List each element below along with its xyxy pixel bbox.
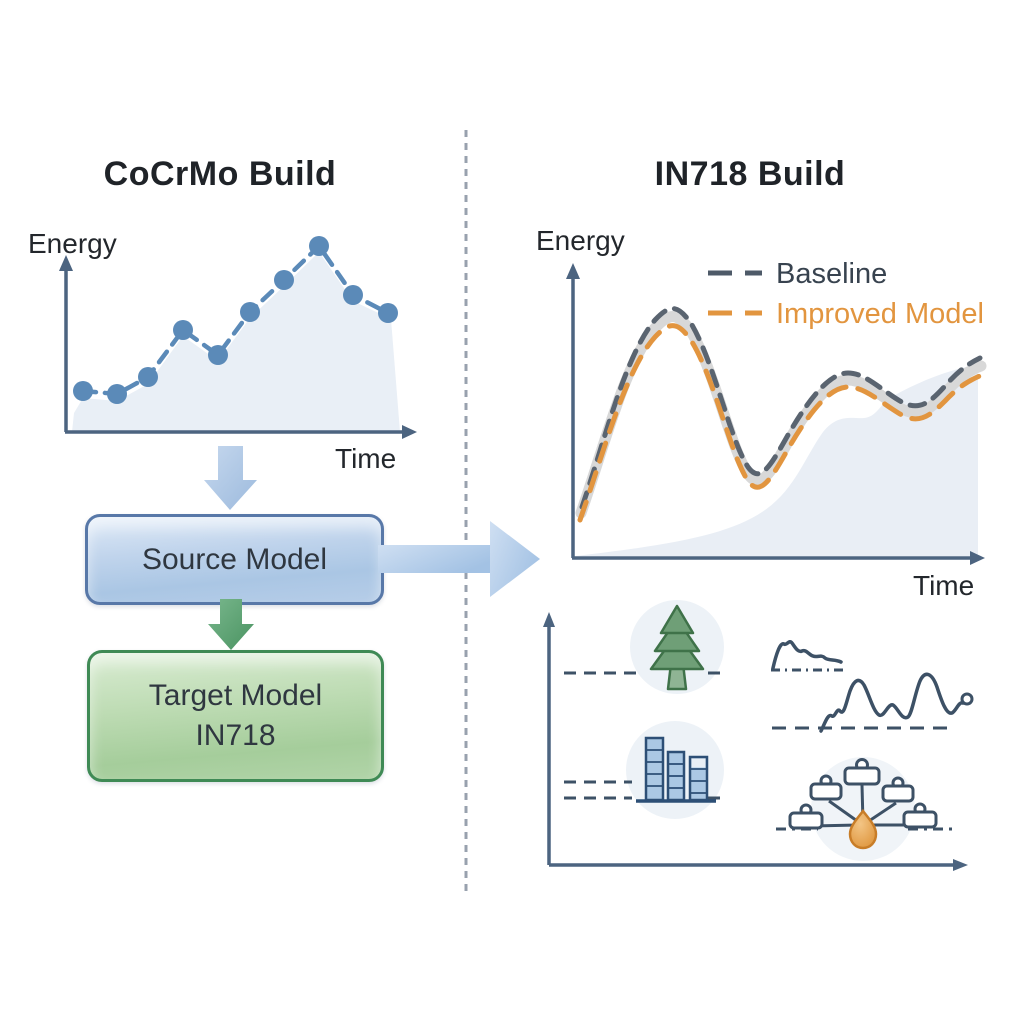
left-area-fill (72, 252, 400, 432)
source-model-label: Source Model (141, 542, 328, 576)
left-y-axis-arrow (59, 255, 73, 271)
right-y-axis-label: Energy (536, 225, 625, 256)
down-arrow-icon (204, 446, 257, 510)
right-area-fill (576, 364, 978, 556)
dashed-level-lines (564, 671, 721, 800)
right-x-axis-label: Time (913, 570, 974, 601)
left-y-axis-label: Energy (28, 228, 117, 259)
right-y-axis-arrow (566, 263, 580, 279)
signal-wave-large-icon (772, 672, 974, 733)
target-model-box: Target Model IN718 (87, 650, 384, 782)
baseline-curve (579, 306, 983, 510)
signal-wave-small-icon (771, 640, 844, 672)
target-model-label-line1: Target Model (148, 678, 323, 712)
pine-tree-icon (649, 604, 705, 691)
green-down-arrow-icon (208, 599, 254, 650)
target-model-label-line2: IN718 (195, 719, 276, 752)
network-hub-icon (776, 758, 954, 850)
source-model-box: Source Model (85, 514, 384, 605)
bar-chart-icon (636, 736, 716, 803)
baseline-legend-label: Baseline (776, 258, 887, 290)
bar-segment-lines (646, 749, 707, 794)
right-x-axis-arrow (970, 551, 985, 565)
mini-y-axis-arrow (543, 612, 555, 627)
network-nodes (788, 758, 938, 830)
left-panel-title: CoCrMo Build (103, 155, 337, 193)
transfer-arrow-icon (378, 521, 540, 597)
left-series-line (80, 243, 391, 397)
right-panel-title: IN718 Build (654, 155, 846, 193)
cocrmo-energy-chart: Energy Time (28, 228, 417, 474)
chart-legend: Baseline Improved Model (708, 258, 984, 330)
mini-x-axis-arrow (953, 859, 968, 871)
bar-top-segment (691, 758, 706, 768)
improved-model-curve (577, 323, 985, 523)
left-x-axis-label: Time (335, 443, 396, 474)
in718-energy-chart: Energy Baseline Improved Model Time (536, 225, 987, 601)
uncertainty-band (575, 311, 987, 519)
panel-divider (464, 130, 468, 894)
improved-legend-label: Improved Model (776, 298, 984, 330)
left-series-markers (73, 236, 398, 404)
feature-diagram (543, 600, 974, 871)
left-x-axis-arrow (402, 425, 417, 439)
orange-node (848, 808, 878, 850)
